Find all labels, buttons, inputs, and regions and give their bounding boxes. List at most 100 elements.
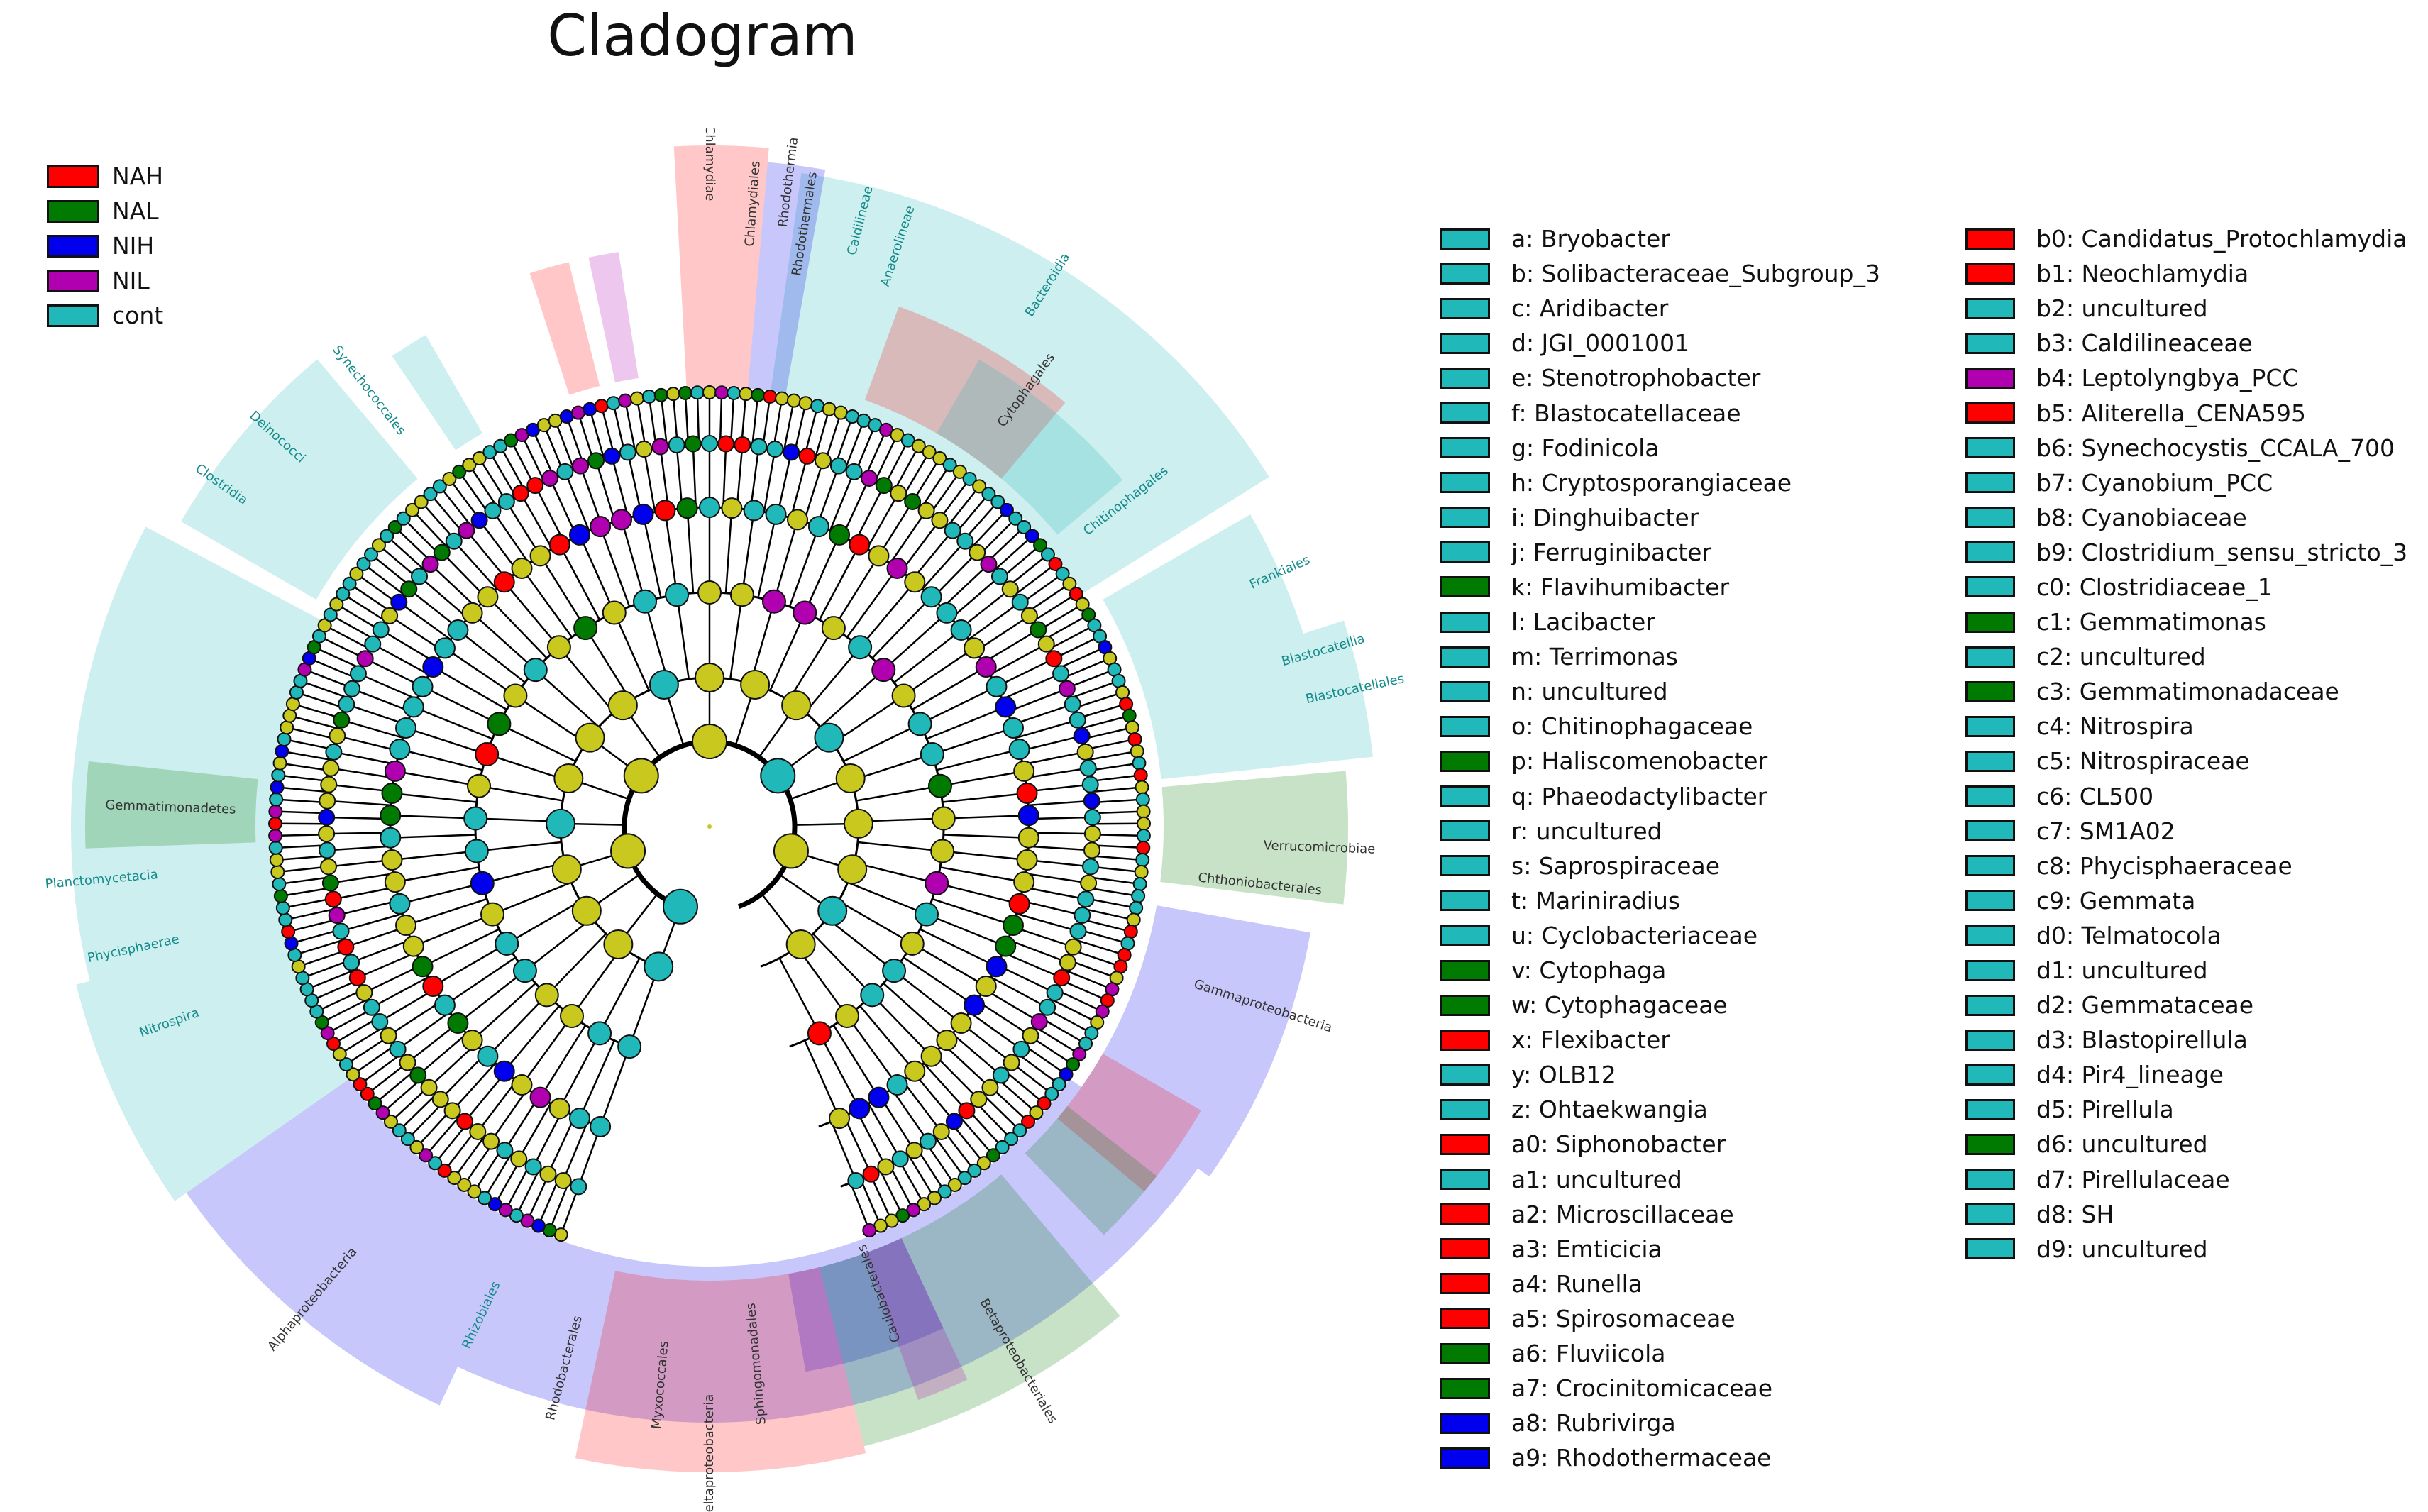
tree-node bbox=[781, 690, 812, 721]
taxon-key-swatch bbox=[1440, 646, 1490, 668]
tree-branch bbox=[939, 866, 1025, 883]
taxon-key-label: s: Saprospiraceae bbox=[1511, 851, 1721, 880]
tree-node bbox=[320, 776, 338, 793]
tree-node bbox=[447, 1012, 469, 1034]
tree-node bbox=[860, 983, 885, 1008]
tree-node bbox=[1003, 1054, 1020, 1071]
tree-node bbox=[548, 1098, 570, 1120]
taxon-key-item: d5: Pirellula bbox=[1965, 1092, 2407, 1127]
tree-node bbox=[364, 635, 382, 653]
tree-node bbox=[470, 871, 495, 895]
tree-node bbox=[594, 399, 609, 414]
tree-branch bbox=[519, 492, 553, 550]
taxon-key-item: h: Cryptosporangiaceae bbox=[1440, 465, 1880, 500]
tree-branch bbox=[1020, 899, 1083, 917]
tree-node bbox=[947, 1177, 962, 1192]
tree-node bbox=[875, 477, 893, 495]
tree-node bbox=[325, 743, 343, 761]
tree-node bbox=[936, 602, 958, 624]
tree-branch bbox=[995, 658, 1054, 688]
tree-node bbox=[847, 1172, 865, 1190]
tree-node bbox=[383, 1114, 398, 1129]
taxon-key-item: f: Blastocatellaceae bbox=[1440, 395, 1880, 430]
tree-node bbox=[641, 389, 656, 404]
tree-branch bbox=[341, 912, 403, 932]
tree-branch bbox=[749, 601, 776, 684]
tree-branch bbox=[275, 844, 327, 849]
tree-branch bbox=[489, 451, 517, 497]
tree-branch bbox=[675, 444, 683, 509]
tree-branch bbox=[1079, 714, 1130, 730]
tree-node bbox=[964, 637, 986, 659]
legend-item-nah: NAH bbox=[47, 159, 163, 194]
tree-node bbox=[423, 487, 438, 502]
taxon-key-item: m: Terrimonas bbox=[1440, 639, 1880, 674]
tree-node bbox=[1127, 732, 1142, 746]
tree-branch bbox=[291, 929, 341, 944]
tree-branch bbox=[327, 800, 392, 807]
tree-branch bbox=[976, 1000, 1032, 1037]
taxon-key-label: b: Solibacteraceae_Subgroup_3 bbox=[1511, 260, 1880, 288]
tree-node bbox=[268, 840, 283, 855]
tree-branch bbox=[761, 396, 771, 448]
tree-node bbox=[904, 493, 922, 511]
tree-node bbox=[380, 1027, 397, 1044]
tree-node bbox=[326, 1037, 341, 1051]
tree-branch bbox=[996, 964, 1056, 994]
clade-sector-cont bbox=[76, 932, 350, 1201]
tree-node bbox=[957, 1171, 972, 1186]
tree-node bbox=[323, 607, 338, 622]
tree-branch bbox=[279, 876, 330, 885]
taxon-key-label: a7: Crocinitomicaceae bbox=[1511, 1374, 1773, 1403]
legend-swatch bbox=[47, 269, 99, 292]
tree-node bbox=[329, 597, 344, 612]
tree-node bbox=[904, 571, 926, 593]
tree-branch bbox=[565, 416, 585, 465]
tree-branch bbox=[370, 553, 412, 587]
tree-branch bbox=[788, 627, 834, 701]
tree-node bbox=[890, 485, 907, 502]
tree-node bbox=[337, 938, 355, 956]
tree-node bbox=[729, 583, 754, 607]
tree-node bbox=[900, 932, 925, 956]
tree-node bbox=[275, 744, 289, 758]
clade-sector-nal bbox=[819, 1174, 1120, 1447]
tree-node bbox=[1021, 1114, 1036, 1129]
tree-node bbox=[1055, 566, 1070, 581]
tree-branch bbox=[330, 614, 376, 641]
taxon-key-item: d4: Pir4_lineage bbox=[1965, 1057, 2407, 1092]
tree-branch bbox=[938, 478, 971, 521]
taxon-key-label: c1: Gemmatimonas bbox=[2036, 608, 2266, 636]
tree-node bbox=[348, 969, 366, 986]
tree-node bbox=[467, 1184, 482, 1199]
taxon-key-item: b3: Caldilineaceae bbox=[1965, 326, 2407, 360]
tree-node bbox=[1008, 511, 1023, 526]
tree-branch bbox=[1000, 544, 1041, 579]
tree-branch bbox=[788, 526, 820, 607]
tree-node bbox=[1069, 711, 1086, 729]
tree-node bbox=[437, 1163, 452, 1178]
tree-node bbox=[665, 583, 690, 607]
tree-branch bbox=[514, 695, 587, 744]
tree-node bbox=[931, 512, 949, 529]
taxon-key-label: b6: Synechocystis_CCALA_700 bbox=[2036, 434, 2395, 462]
taxon-key-swatch bbox=[1440, 437, 1490, 459]
taxon-key-label: d1: uncultured bbox=[2036, 956, 2208, 985]
tree-branch bbox=[871, 596, 932, 659]
tree-branch bbox=[518, 1103, 552, 1159]
tree-node bbox=[1080, 874, 1098, 892]
tree-branch bbox=[642, 514, 662, 598]
tree-node bbox=[969, 543, 986, 561]
tree-node bbox=[470, 512, 488, 529]
tree-branch bbox=[1048, 624, 1095, 650]
taxon-key-swatch bbox=[1440, 541, 1490, 563]
tree-node bbox=[727, 385, 741, 400]
tree-node bbox=[1132, 756, 1147, 771]
tree-branch bbox=[1087, 887, 1139, 898]
tree-node bbox=[364, 547, 379, 562]
tree-branch bbox=[598, 957, 641, 1034]
tree-branch bbox=[336, 899, 399, 917]
tree-branch bbox=[329, 783, 392, 793]
tree-node bbox=[342, 576, 357, 591]
tree-branch bbox=[829, 471, 855, 531]
